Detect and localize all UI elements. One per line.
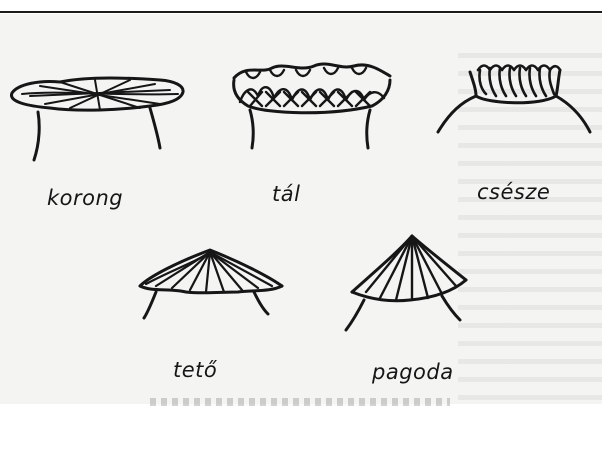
teto-shape	[140, 250, 282, 318]
caption-korong: korong	[47, 186, 123, 210]
caption-tal: tál	[272, 182, 300, 206]
caption-pagoda: pagoda	[372, 360, 454, 384]
pagoda-shape	[346, 236, 466, 330]
cropped-caption-line	[150, 398, 450, 406]
caption-csesze: csésze	[477, 180, 550, 204]
csesze-shape	[438, 66, 590, 133]
korong-shape	[11, 78, 183, 160]
bottom-margin	[0, 406, 602, 459]
caption-teto: tető	[173, 358, 217, 382]
tal-shape	[234, 64, 390, 148]
